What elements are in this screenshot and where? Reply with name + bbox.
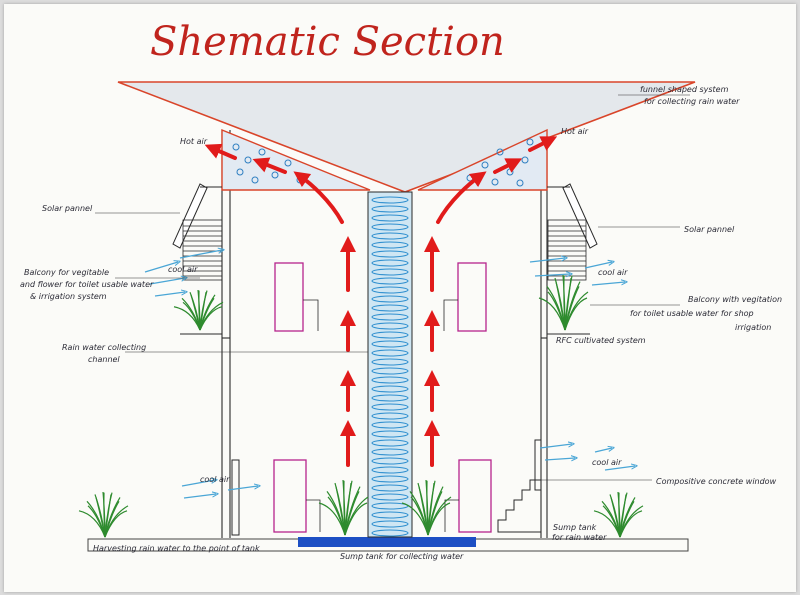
label-sump-tank-small-2: for rain water xyxy=(552,533,607,542)
channel-coil xyxy=(371,421,409,429)
label-balcony-left-1: Balcony for vegitable xyxy=(24,268,109,277)
label-solar-left: Solar pannel xyxy=(42,204,93,213)
cool-air-arrows xyxy=(144,250,635,499)
label-rain-channel-1: Rain water collecting xyxy=(62,343,146,352)
channel-coil xyxy=(371,358,409,366)
label-funnel-2: for collecting rain water xyxy=(644,97,740,106)
label-balcony-left-3: & irrigation system xyxy=(30,292,107,301)
label-balcony-right-3: irrigation xyxy=(735,323,771,332)
channel-coil xyxy=(371,466,409,474)
channel-coil xyxy=(371,313,409,321)
label-cool-air-left-1: cool air xyxy=(168,265,198,274)
channel-coil xyxy=(371,394,409,402)
channel-coil xyxy=(371,439,409,447)
channel-coil xyxy=(371,430,409,438)
channel-coil xyxy=(371,520,409,528)
channel-coil xyxy=(371,376,409,384)
channel-coil xyxy=(371,493,409,501)
channel-coil xyxy=(371,484,409,492)
label-hot-air-left: Hot air xyxy=(180,137,208,146)
grass-blade xyxy=(427,502,451,536)
composite-windows xyxy=(231,439,542,536)
grass-blade xyxy=(199,306,223,331)
grass-blade xyxy=(564,297,588,331)
leader-lines xyxy=(95,94,690,481)
label-cool-air-left-2: cool air xyxy=(200,475,230,484)
label-hot-air-right: Hot air xyxy=(561,127,589,136)
channel-coil xyxy=(371,223,409,231)
grass-blade xyxy=(619,510,643,538)
label-balcony-right-2: for toilet usable water for shop xyxy=(630,309,754,318)
doors xyxy=(273,262,492,533)
label-sump-tank: Sump tank for collecting water xyxy=(340,552,464,561)
channel-coil xyxy=(371,412,409,420)
channel-coil xyxy=(371,457,409,465)
channel-coil xyxy=(371,322,409,330)
hot-air-arrows xyxy=(204,136,558,467)
channel-coil xyxy=(371,241,409,249)
channel-coil xyxy=(371,448,409,456)
label-cool-air-right-2: cool air xyxy=(592,458,622,467)
channel-coil xyxy=(371,367,409,375)
sump-tank xyxy=(298,537,476,547)
grass-blade xyxy=(344,502,368,536)
channel-coil xyxy=(371,385,409,393)
rain-water-channel xyxy=(367,191,413,538)
channel-coil xyxy=(371,403,409,411)
door-frames xyxy=(303,299,459,532)
label-solar-right: Solar pannel xyxy=(684,225,735,234)
channel-coil xyxy=(371,331,409,339)
grass-blade xyxy=(104,510,128,538)
label-composite-window: Compositive concrete window xyxy=(656,477,777,486)
channel-coil xyxy=(371,250,409,258)
label-rain-channel-2: channel xyxy=(88,355,120,364)
channel-coil xyxy=(371,295,409,303)
label-rfc: RFC cultivated system xyxy=(556,336,646,345)
channel-coil xyxy=(371,232,409,240)
channel-coil xyxy=(371,475,409,483)
solar-panels xyxy=(172,183,598,249)
plants xyxy=(78,274,644,538)
label-balcony-right-1: Balcony with vegitation xyxy=(688,295,782,304)
page-title: Shematic Section xyxy=(150,19,505,65)
label-harvesting: Harvesting rain water to the point of ta… xyxy=(93,544,260,553)
channel-coil xyxy=(371,286,409,294)
channel-coil xyxy=(371,340,409,348)
label-funnel-1: funnel shaped system xyxy=(640,85,729,94)
channel-coil xyxy=(371,205,409,213)
channel-coil xyxy=(371,511,409,519)
channel-coil xyxy=(371,214,409,222)
channel-coil xyxy=(371,349,409,357)
label-sump-tank-small-1: Sump tank xyxy=(553,523,597,532)
channel-coil xyxy=(371,196,409,204)
louvers xyxy=(182,219,587,281)
channel-coil xyxy=(371,268,409,276)
label-cool-air-right-1: cool air xyxy=(598,268,628,277)
channel-coil xyxy=(371,277,409,285)
channel-coil xyxy=(371,529,409,537)
channel-coil xyxy=(371,259,409,267)
label-balcony-left-2: and flower for toilet usable water xyxy=(20,280,154,289)
channel-coil xyxy=(371,304,409,312)
